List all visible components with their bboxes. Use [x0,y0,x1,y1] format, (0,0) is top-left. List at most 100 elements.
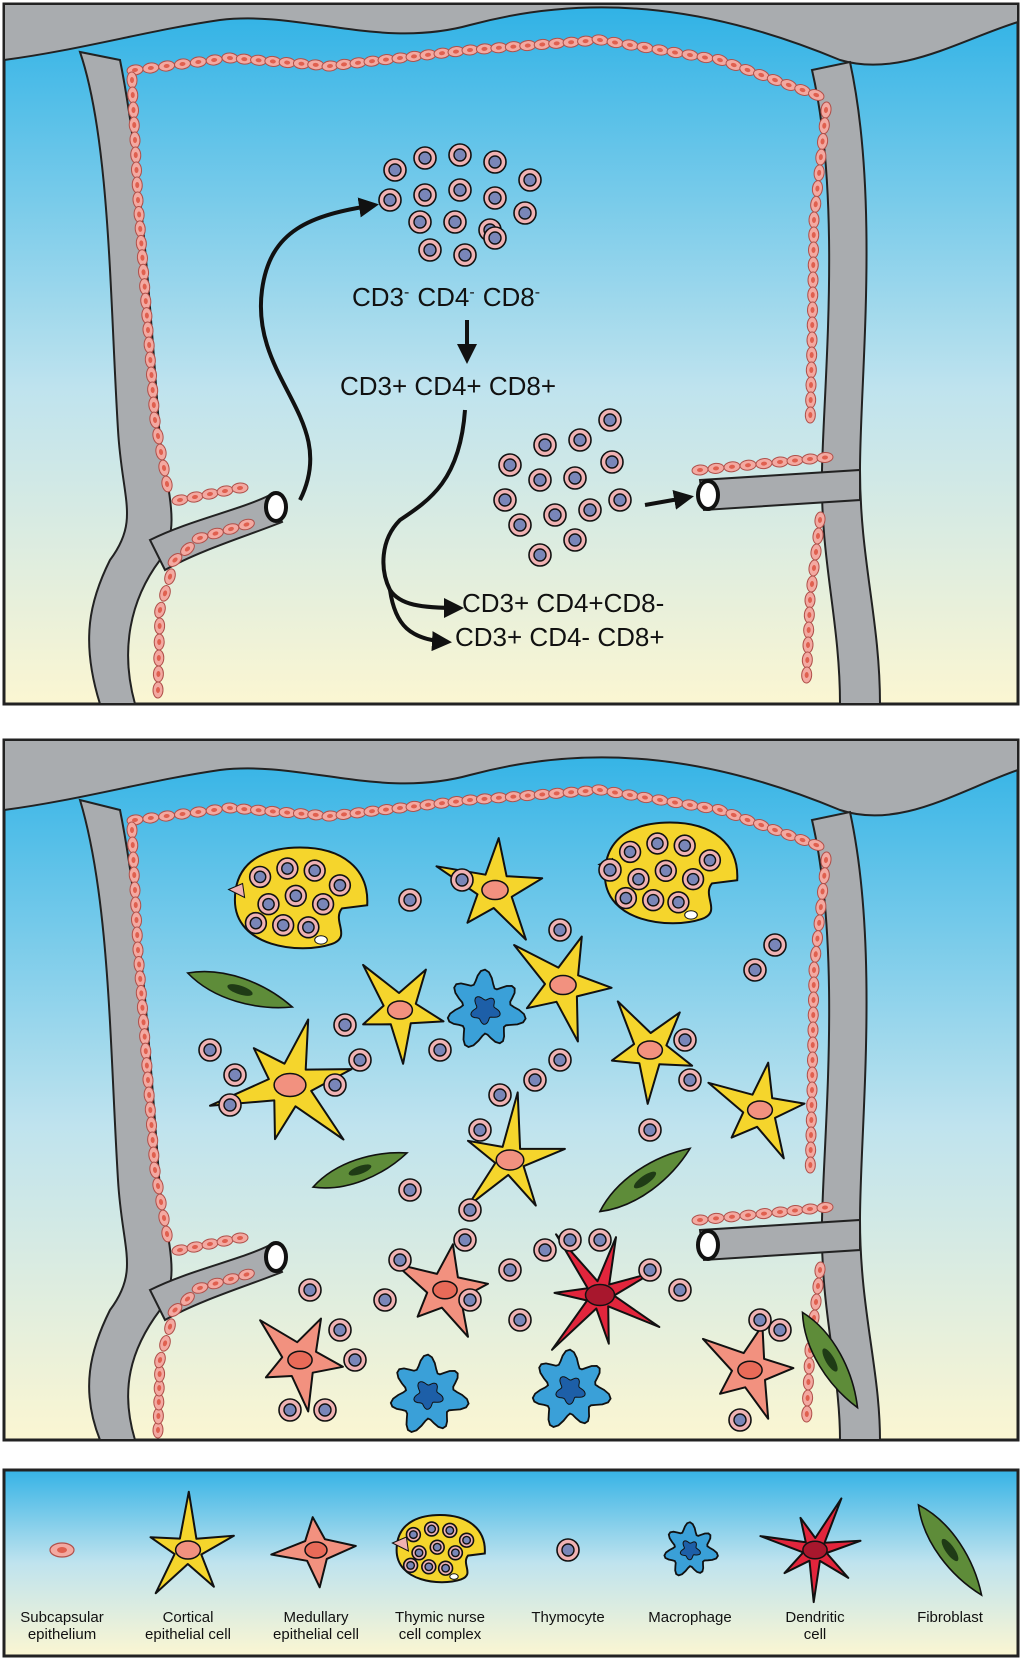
subcapsular-epithelial-cell [191,1282,209,1294]
thymocyte [218,1093,242,1117]
subcapsular-epithelial-cell [161,1225,173,1243]
subcapsular-epithelial-cell [804,591,816,609]
vessel-lumen-left [264,491,288,523]
subcapsular-epithelial-cell [490,792,508,804]
thymocyte [448,178,472,202]
top-panel: CD3-CD4-CD8- CD3+ CD4+ CD8+ CD3+ CD4+CD8… [2,2,1020,706]
subcapsular-epithelial-cell [807,241,820,259]
subcapsular-epithelial-cell [739,64,756,76]
thymocyte [421,1559,437,1575]
subcapsular-epithelial-cell [221,802,239,814]
subcapsular-epithelial-cell [803,621,815,639]
thymocyte [429,1539,445,1555]
subcapsular-epithelial-cell [504,791,522,803]
subcapsular-epithelial-cell [808,226,820,244]
subcapsular-epithelial-cell [405,50,423,62]
septum-right [810,810,882,1441]
subcapsular-epithelial-cell [153,1393,165,1411]
subcapsular-epithelial-cell [153,633,165,651]
subcapsular-epithelial-cell [264,55,282,67]
subcapsular-epithelial-cell [806,1051,819,1069]
septum-right [810,60,882,705]
subcapsular-epithelial-cell [127,101,140,119]
thymocyte [298,1278,322,1302]
subcapsular-epithelial-cell [128,116,140,134]
thymocyte [223,1063,247,1087]
subcapsular-epithelial-cell [158,459,170,477]
subcapsular-epithelial-cell [144,1101,156,1119]
subcapsular-epithelial-cell [805,391,817,409]
subcapsular-epithelial-cell [755,1208,773,1220]
subcapsular-epithelial-cell [802,1373,814,1391]
legend-icon-cortical-epithelial-cell [149,1490,235,1595]
thymocyte [278,1398,302,1422]
subcapsular-epithelial-cell [807,1006,819,1024]
thymocyte [673,834,696,857]
subcapsular-epithelial-cell [591,34,609,46]
subcapsular-epithelial-cell [130,896,142,914]
thymocyte [272,914,295,937]
thymocyte [411,1545,427,1561]
thymocyte [458,1198,482,1222]
subcapsular-epithelial-cell [814,511,826,529]
thymocyte [198,1038,222,1062]
thymocyte [598,408,622,432]
subcapsular-epithelial-cell [127,86,139,104]
macrophage [446,968,527,1048]
subcapsular-epithelial-cell [131,926,143,944]
subcapsular-epithelial-cell [152,1421,164,1439]
subcapsular-epithelial-cell [807,271,819,289]
subcapsular-epithelial-cell [126,71,138,89]
thymocyte [437,1560,454,1576]
subcapsular-epithelial-cell [805,361,817,379]
subcapsular-epithelial-cell [801,666,813,684]
stromal-cells [186,821,859,1433]
thymocyte [698,849,722,872]
subcapsular-epithelial-cell [807,1036,819,1054]
subcapsular-epithelial-cell [349,807,367,819]
arrow-stage2-to-branch [381,409,467,591]
cortical-epithelial-cell [513,935,613,1043]
thymocyte [483,226,507,250]
subcapsular-epithelial-cell [129,131,141,149]
thymocyte [642,889,665,912]
subcapsular-epithelial-cell [142,1071,154,1089]
stage1-label: CD3-CD4-CD8- [352,282,540,312]
thymocyte [453,243,477,267]
subcapsular-epithelial-cell [127,851,140,869]
thymocyte [543,503,567,527]
subcapsular-epithelial-cell [278,807,296,819]
subcapsular-epithelial-cell [805,1111,817,1129]
subcapsular-epithelial-cell [349,57,367,69]
legend-dendritic-cell-shape [759,1497,862,1604]
subcapsular-epithelial-cell [808,839,825,851]
legend-icon-thymic-nurse-cell-complex [391,1513,486,1584]
cortical-epithelial-cell [466,1091,566,1208]
subcapsular-epithelial-cell [186,1241,204,1253]
subcapsular-epithelial-cell [723,1211,741,1223]
thymocyte [448,143,472,167]
subcapsular-epithelial-cell [307,59,325,71]
subcapsular-epithelial-cell [806,331,818,349]
subcapsular-epithelial-cell [154,1365,166,1383]
subcapsular-epithelial-cell [780,79,797,91]
thymocyte [398,1178,422,1202]
subcapsular-epithelial-cell [335,58,353,70]
thymocyte [556,1538,580,1562]
subcapsular-epithelial-cell [130,911,143,929]
fibroblast [598,1147,692,1213]
thymocyte [408,210,432,234]
thymocytes [198,858,792,1432]
legend-label: Fibroblast [917,1609,984,1626]
thymocyte [548,918,572,942]
thymocyte [563,466,587,490]
thymocyte [498,453,522,477]
subcapsular-epithelial-cell [152,681,164,699]
subcapsular-epithelial-cell [801,453,819,465]
legend-icon-subcapsular-epithelium [49,1542,75,1558]
subcapsular-epithelial-cell [806,1081,818,1099]
thymocyte [768,1318,792,1342]
subcapsular-epithelial-cell [808,961,820,979]
